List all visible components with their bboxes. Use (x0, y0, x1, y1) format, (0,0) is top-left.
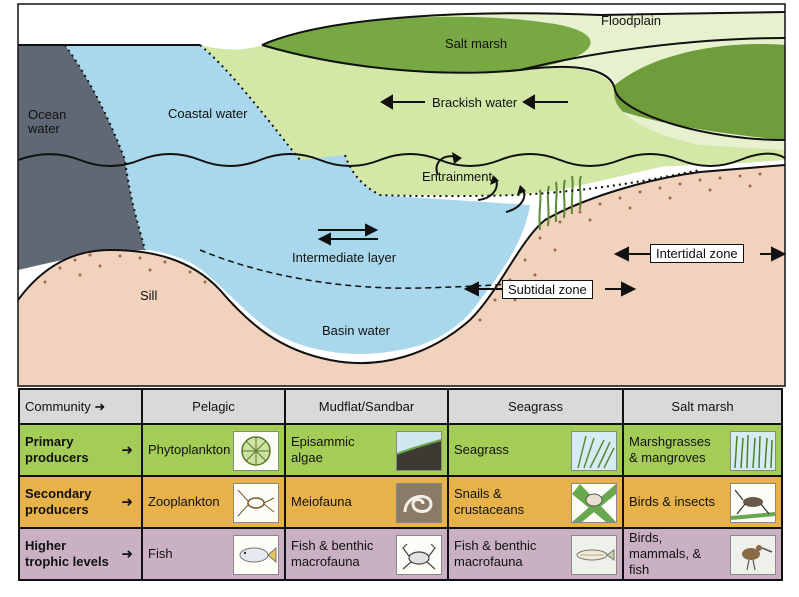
cell: Phytoplankton (141, 423, 286, 477)
intertidal-zone-label: Intertidal zone (650, 244, 744, 263)
row-label-line2: producers (25, 450, 89, 465)
zooplankton-icon (233, 483, 279, 523)
salt-marsh-label: Salt marsh (445, 36, 508, 51)
cell-text: Snails & crustaceans (454, 485, 525, 517)
snail-icon (571, 483, 617, 523)
water-surface (17, 152, 786, 167)
cell-text: Meiofauna (291, 493, 352, 509)
cell-text: Fish & benthic macrofauna (454, 537, 537, 569)
sediment-bottom (18, 165, 785, 387)
phytoplankton-icon (233, 431, 279, 471)
cell: Marshgrasses & mangroves (622, 423, 783, 477)
cell-text: Zooplankton (148, 493, 220, 509)
cell: Fish & benthic macrofauna (447, 527, 624, 581)
cell-text: Phytoplankton (148, 441, 231, 457)
cell: Snails & crustaceans (447, 475, 624, 529)
fish-icon (233, 535, 279, 575)
community-table: Community ➜ Pelagic Mudflat/Sandbar Seag… (18, 388, 783, 581)
table-header-row: Community ➜ Pelagic Mudflat/Sandbar Seag… (18, 388, 783, 425)
cell: Episammic algae (284, 423, 449, 477)
arrow-right-icon: ➜ (121, 493, 133, 510)
cell-text: Episammic algae (291, 433, 355, 465)
cell: Birds & insects (622, 475, 783, 529)
ocean-water (18, 45, 145, 270)
cell: Zooplankton (141, 475, 286, 529)
grasshopper-icon (730, 483, 776, 523)
row-label-line2: producers (25, 502, 89, 517)
cell-text: Fish & benthic macrofauna (291, 537, 374, 569)
cell: Meiofauna (284, 475, 449, 529)
cell: Fish & benthic macrofauna (284, 527, 449, 581)
arrow-right-icon: ➜ (121, 545, 133, 562)
header-pelagic: Pelagic (141, 388, 286, 425)
cell: Seagrass (447, 423, 624, 477)
header-mudflat: Mudflat/Sandbar (284, 388, 449, 425)
arrow-right-icon: ➜ (94, 398, 106, 414)
subtidal-zone-label: Subtidal zone (502, 280, 593, 299)
header-seagrass: Seagrass (447, 388, 624, 425)
marshgrass-icon (730, 431, 776, 471)
crab-icon (396, 535, 442, 575)
worm-icon (396, 483, 442, 523)
salt-marsh-grass (262, 16, 591, 73)
entrainment-label: Entrainment (422, 169, 493, 184)
fish-icon (571, 535, 617, 575)
basin-water-label: Basin water (322, 323, 390, 338)
floodplain-label: Floodplain (601, 13, 661, 28)
row-label-line1: Secondary (25, 485, 92, 501)
coastal-water-label: Coastal water (168, 106, 248, 121)
cell: Fish (141, 527, 286, 581)
seagrass-icon (571, 431, 617, 471)
header-community-label: Community (25, 398, 91, 414)
header-community: Community ➜ (18, 388, 143, 425)
header-salt-marsh: Salt marsh (622, 388, 783, 425)
row-label-line2: trophic levels (25, 554, 109, 569)
bird-icon (730, 535, 776, 575)
sill-label: Sill (140, 288, 158, 303)
cell-text: Fish (148, 545, 173, 561)
brackish-water-label: Brackish water (432, 95, 518, 110)
cell-text: Marshgrasses & mangroves (629, 433, 711, 465)
ocean-water-label: Ocean water (28, 107, 67, 137)
arrow-right-icon: ➜ (121, 441, 133, 458)
cell-text: Birds & insects (629, 493, 715, 509)
coastal-water (65, 45, 530, 354)
salt-wedge (345, 155, 700, 196)
algae-icon (396, 431, 442, 471)
cell-text: Seagrass (454, 441, 509, 457)
brackish-water (200, 45, 785, 169)
row-label-line1: Higher (25, 537, 67, 553)
intermediate-layer-label: Intermediate layer (292, 250, 397, 265)
row-label-line1: Primary (25, 433, 74, 449)
cell-text: Birds, mammals, & fish (629, 529, 702, 578)
estuary-cross-section (17, 3, 787, 387)
cell: Birds, mammals, & fish (622, 527, 783, 581)
